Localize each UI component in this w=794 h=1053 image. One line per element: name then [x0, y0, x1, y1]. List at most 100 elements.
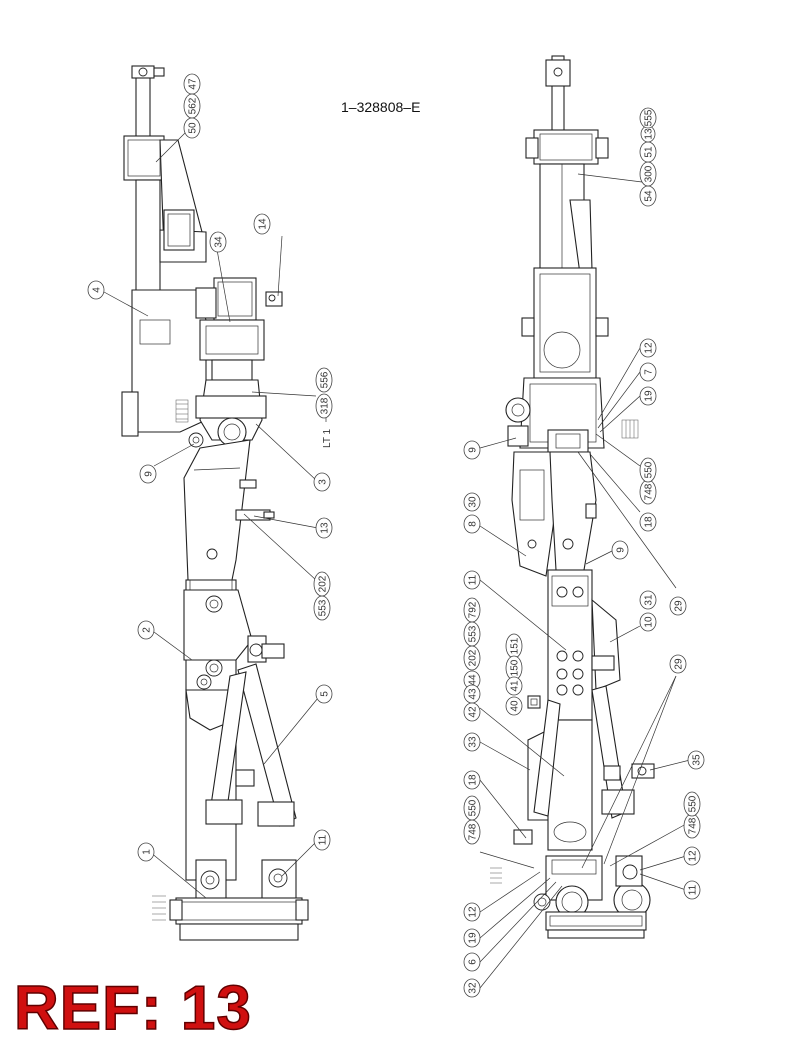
callout-bubble: 40 — [505, 696, 523, 716]
svg-text:40: 40 — [510, 700, 521, 712]
right-leaders — [479, 173, 691, 989]
svg-text:202: 202 — [468, 649, 479, 666]
svg-text:550: 550 — [468, 799, 479, 816]
svg-text:562: 562 — [188, 97, 199, 114]
svg-text:33: 33 — [468, 736, 479, 748]
svg-text:151: 151 — [510, 637, 521, 654]
callout-bubble: 202 — [313, 571, 331, 597]
svg-text:6: 6 — [468, 959, 479, 965]
callout-bubble: 30 — [463, 492, 481, 512]
svg-text:18: 18 — [468, 774, 479, 786]
callout-bubble: 4 — [87, 280, 105, 300]
svg-text:7: 7 — [644, 369, 655, 375]
callout-bubble: 550 — [639, 457, 657, 483]
left-callouts: 47 562 50 14 34 4 318 556 9 3 13 553 202… — [87, 73, 333, 862]
svg-text:19: 19 — [468, 932, 479, 944]
callout-bubble: 9 — [463, 440, 481, 460]
callout-bubble: 12 — [639, 338, 657, 358]
svg-text:13: 13 — [644, 128, 655, 140]
callout-bubble: 12 — [463, 902, 481, 922]
callout-bubble: 9 — [139, 464, 157, 484]
callout-bubble: 13 — [315, 517, 333, 539]
callout-bubble: 14 — [253, 213, 271, 235]
callout-bubble: 11 — [463, 570, 481, 590]
svg-text:32: 32 — [468, 982, 479, 994]
callout-bubble: 32 — [463, 978, 481, 998]
svg-text:43: 43 — [468, 688, 479, 700]
drawing-number: 1–328808–E — [341, 99, 420, 115]
svg-text:748: 748 — [468, 823, 479, 840]
right-assembly-view — [490, 55, 655, 939]
svg-text:1: 1 — [142, 849, 153, 855]
callout-bubble: 562 — [183, 93, 201, 119]
callout-bubble: 42 — [463, 702, 481, 722]
svg-text:9: 9 — [144, 471, 155, 477]
callout-bubble: 748 — [639, 479, 657, 505]
callout-bubble: 202 — [463, 645, 481, 671]
left-leaders — [103, 127, 319, 899]
svg-text:29: 29 — [674, 658, 685, 670]
svg-text:553: 553 — [318, 599, 329, 616]
svg-text:12: 12 — [644, 342, 655, 354]
callout-bubble: 748 — [463, 819, 481, 845]
svg-text:29: 29 — [674, 600, 685, 612]
svg-text:792: 792 — [468, 601, 479, 618]
callout-bubble: 150 — [505, 655, 523, 681]
callout-bubble: 33 — [463, 732, 481, 752]
svg-text:9: 9 — [468, 447, 479, 453]
right-callouts: 54 300 51 13 555 12 7 19 9 748 550 18 30… — [463, 107, 705, 998]
svg-text:31: 31 — [644, 594, 655, 606]
callout-bubble: 151 — [505, 633, 523, 659]
callout-bubble: 5 — [315, 684, 333, 704]
callout-bubble: 553 — [313, 595, 331, 621]
callout-bubble: 29 — [669, 596, 687, 616]
callout-bubble: 19 — [639, 386, 657, 406]
svg-text:11: 11 — [318, 834, 329, 845]
callout-bubble: 7 — [639, 362, 657, 382]
left-assembly-view — [121, 65, 309, 941]
svg-text:12: 12 — [468, 906, 479, 918]
svg-text:34: 34 — [214, 236, 225, 248]
callout-bubble: 9 — [611, 540, 629, 560]
svg-text:30: 30 — [468, 496, 479, 508]
callout-bubble: 35 — [687, 750, 705, 770]
callout-bubble: 34 — [209, 231, 227, 253]
callout-bubble: 31 — [639, 590, 657, 610]
callout-bubble: 11 — [313, 829, 331, 851]
svg-text:2: 2 — [142, 627, 153, 633]
callout-bubble: 8 — [463, 514, 481, 534]
svg-text:13: 13 — [320, 522, 331, 534]
callout-bubble: 318 — [315, 393, 333, 419]
callout-bubble: 47 — [183, 73, 201, 95]
svg-text:18: 18 — [644, 516, 655, 528]
ref-label: REF: 13 — [13, 974, 252, 1043]
svg-text:150: 150 — [510, 659, 521, 676]
svg-text:11: 11 — [468, 574, 479, 585]
svg-text:748: 748 — [688, 817, 699, 834]
svg-text:10: 10 — [644, 616, 655, 628]
svg-text:202: 202 — [318, 575, 329, 592]
svg-text:44: 44 — [468, 674, 479, 686]
callout-bubble: 29 — [669, 654, 687, 674]
svg-text:54: 54 — [644, 190, 655, 202]
callout-bubble: 11 — [683, 880, 701, 900]
svg-text:550: 550 — [644, 461, 655, 478]
callout-bubble: 1 — [137, 842, 155, 862]
callout-bubble: 300 — [639, 161, 657, 187]
svg-text:5: 5 — [320, 691, 331, 697]
callout-bubble: 54 — [639, 185, 657, 207]
callout-bubble: 550 — [463, 795, 481, 821]
svg-text:50: 50 — [188, 122, 199, 134]
callout-bubble: 51 — [639, 141, 657, 163]
callout-bubble: 748 — [683, 813, 701, 839]
svg-text:556: 556 — [320, 371, 331, 388]
callout-bubble: 550 — [683, 791, 701, 817]
callout-bubble: 556 — [315, 367, 333, 393]
svg-text:553: 553 — [468, 625, 479, 642]
svg-text:35: 35 — [692, 754, 703, 766]
svg-text:51: 51 — [644, 146, 655, 158]
svg-text:9: 9 — [616, 547, 627, 553]
svg-text:42: 42 — [468, 706, 479, 718]
callout-bubble: 41 — [505, 676, 523, 696]
